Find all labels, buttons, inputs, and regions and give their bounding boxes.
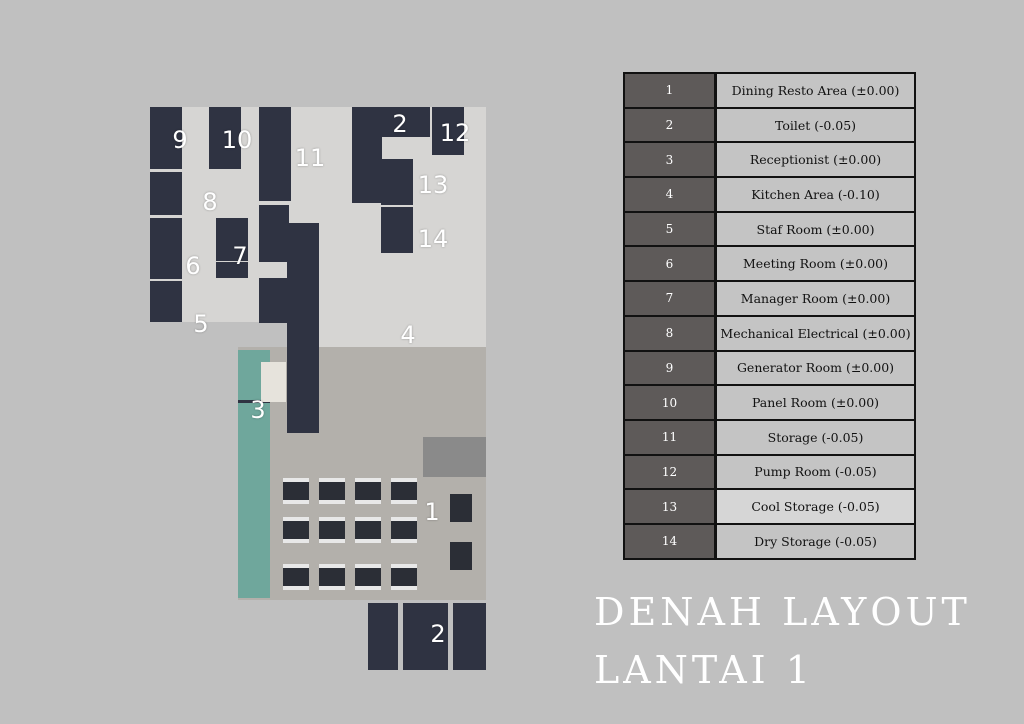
room-label-4: 4 <box>400 321 416 349</box>
room-block <box>381 207 413 253</box>
room-block <box>381 159 413 205</box>
room-block <box>150 218 182 279</box>
room-block <box>216 262 248 278</box>
legend-room-name: Toilet (-0.05) <box>717 108 914 142</box>
room-label-12: 12 <box>439 119 471 147</box>
legend-number: 1 <box>625 74 714 107</box>
legend-room-name: Mechanical Electrical (±0.00) <box>717 316 914 350</box>
toilet-block <box>453 603 486 670</box>
legend-room-name: Panel Room (±0.00) <box>717 386 914 419</box>
legend-room-name: Staf Room (±0.00) <box>717 212 914 246</box>
legend-number: 11 <box>625 420 714 454</box>
legend-number: 6 <box>625 247 714 281</box>
room-label-2-top: 2 <box>392 110 408 138</box>
legend-number: 12 <box>625 455 714 489</box>
legend-room-name: Generator Room (±0.00) <box>717 351 914 385</box>
kitchen-wall-shadow <box>287 223 319 433</box>
room-block <box>150 172 182 215</box>
room-label-11: 11 <box>294 144 326 172</box>
legend-number: 2 <box>625 108 714 142</box>
legend-room-name: Pump Room (-0.05) <box>717 455 914 489</box>
legend-room-name: Manager Room (±0.00) <box>717 282 914 315</box>
room-label-6: 6 <box>185 252 201 280</box>
room-block <box>259 205 289 262</box>
legend-number: 14 <box>625 524 714 558</box>
room-label-5: 5 <box>193 310 209 338</box>
toilet-block <box>368 603 398 670</box>
legend-room-name: Storage (-0.05) <box>717 420 914 454</box>
room-label-8: 8 <box>202 188 218 216</box>
toilet-block <box>403 603 448 670</box>
legend-number: 5 <box>625 212 714 246</box>
room-label-10: 10 <box>221 126 253 154</box>
room-block <box>382 107 430 137</box>
room-block <box>352 107 382 203</box>
legend-number: 7 <box>625 282 714 315</box>
title-line-1: DENAH LAYOUT <box>594 590 971 634</box>
room-label-3: 3 <box>250 396 266 424</box>
room-label-9: 9 <box>172 126 188 154</box>
legend-room-name: Receptionist (±0.00) <box>717 143 914 177</box>
room-label-13: 13 <box>417 171 449 199</box>
legend-number: 4 <box>625 178 714 211</box>
room-block <box>216 218 248 261</box>
legend-room-name: Dining Resto Area (±0.00) <box>717 74 914 107</box>
room-label-2-bottom: 2 <box>430 620 446 648</box>
room-block <box>150 107 182 169</box>
room-block <box>150 281 182 322</box>
stair-area <box>423 437 486 477</box>
room-block <box>209 107 241 169</box>
legend-number: 13 <box>625 490 714 523</box>
legend-room-name: Dry Storage (-0.05) <box>717 524 914 558</box>
legend-room-name: Kitchen Area (-0.10) <box>717 178 914 211</box>
reception-desk <box>261 362 286 402</box>
room-block <box>259 107 291 201</box>
legend-number: 10 <box>625 386 714 419</box>
title-line-2: LANTAI 1 <box>594 648 814 692</box>
room-block <box>259 278 287 323</box>
legend-number: 8 <box>625 316 714 350</box>
legend-number: 9 <box>625 351 714 385</box>
room-label-1: 1 <box>424 498 440 526</box>
room-block <box>432 107 464 155</box>
legend-room-name: Meeting Room (±0.00) <box>717 247 914 281</box>
legend-number: 3 <box>625 143 714 177</box>
room-label-14: 14 <box>417 225 449 253</box>
room-label-7: 7 <box>232 242 248 270</box>
divider <box>238 400 270 403</box>
legend-room-name: Cool Storage (-0.05) <box>717 490 914 523</box>
